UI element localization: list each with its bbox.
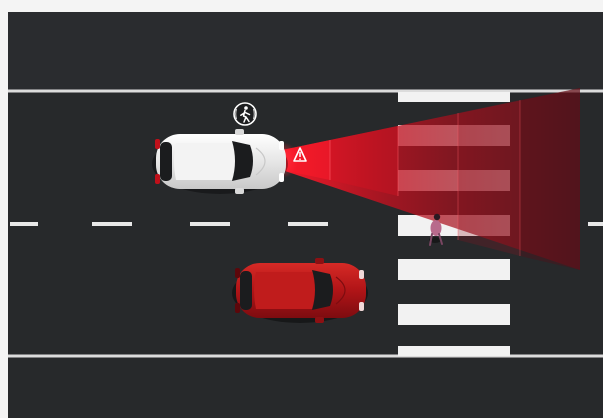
crossing-stripe: [398, 259, 510, 280]
headlight: [359, 270, 364, 279]
car-roof: [174, 143, 235, 180]
lane-dash: [588, 222, 603, 226]
crossing-stripe: [398, 346, 510, 356]
crossing-stripe: [398, 304, 510, 325]
cone-band-far: [520, 88, 580, 270]
lane-dash: [190, 222, 230, 226]
headlight: [279, 141, 284, 150]
lane-dash: [10, 222, 38, 226]
tail-light: [235, 303, 240, 313]
crossing-stripe: [398, 92, 510, 102]
cone-band-crossing: [458, 100, 520, 256]
mirror: [315, 317, 324, 323]
mirror: [315, 258, 324, 264]
rear-window: [240, 271, 252, 310]
headlight: [359, 302, 364, 311]
tail-light: [155, 139, 160, 149]
lane-dash: [92, 222, 132, 226]
windshield: [232, 141, 253, 181]
red-car: [232, 258, 368, 323]
pedestrian-detection-icon: [234, 103, 256, 125]
white-car: [152, 129, 288, 194]
tail-light: [235, 268, 240, 278]
mirror: [235, 129, 244, 135]
tail-light: [155, 174, 160, 184]
rear-window: [160, 142, 172, 181]
upper-shoulder: [8, 12, 603, 90]
headlight: [279, 173, 284, 182]
windshield: [312, 270, 333, 310]
lane-dash: [288, 222, 328, 226]
mirror: [235, 188, 244, 194]
car-roof: [254, 272, 315, 309]
